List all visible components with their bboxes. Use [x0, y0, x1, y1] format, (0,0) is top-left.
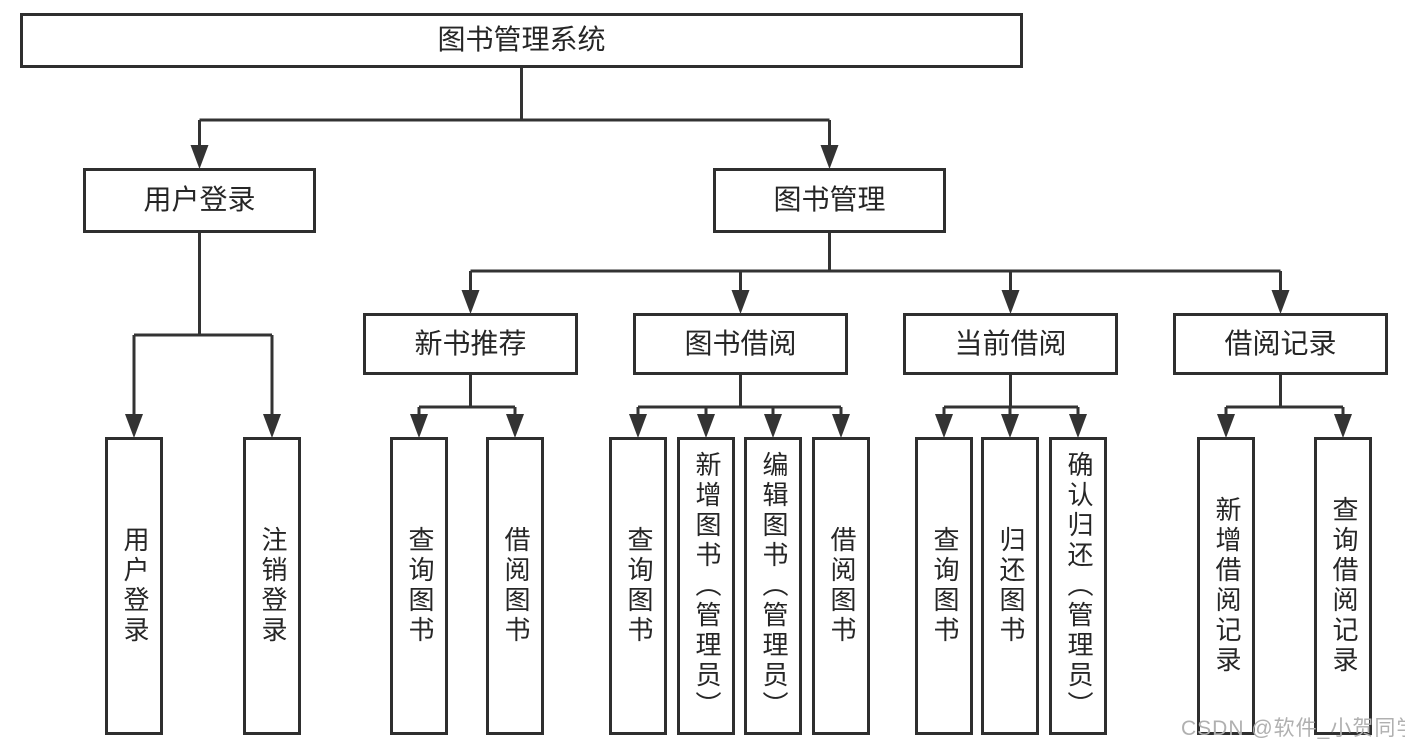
- node-library-management-system: 图书管理系统: [20, 13, 1023, 68]
- node-confirm-return-admin: 确认归还（管理员）: [1049, 437, 1107, 735]
- node-query-books-3: 查询图书: [915, 437, 973, 735]
- node-current-borrowing: 当前借阅: [903, 313, 1118, 375]
- node-query-books-2: 查询图书: [609, 437, 667, 735]
- node-logout: 注销登录: [243, 437, 301, 735]
- node-borrow-books-2: 借阅图书: [812, 437, 870, 735]
- node-edit-books-admin: 编辑图书（管理员）: [744, 437, 802, 735]
- node-user-login: 用户登录: [83, 168, 316, 233]
- node-add-books-admin: 新增图书（管理员）: [677, 437, 735, 735]
- node-new-book-recommendation: 新书推荐: [363, 313, 578, 375]
- node-borrowing-records: 借阅记录: [1173, 313, 1388, 375]
- node-query-books-1: 查询图书: [390, 437, 448, 735]
- node-add-borrow-record: 新增借阅记录: [1197, 437, 1255, 735]
- node-user-login-leaf: 用户登录: [105, 437, 163, 735]
- node-query-borrow-record: 查询借阅记录: [1314, 437, 1372, 735]
- node-borrow-books-1: 借阅图书: [486, 437, 544, 735]
- csdn-watermark: CSDN @软件_小贺同学: [1181, 717, 1405, 740]
- node-book-management: 图书管理: [713, 168, 946, 233]
- node-return-books: 归还图书: [981, 437, 1039, 735]
- node-book-borrowing: 图书借阅: [633, 313, 848, 375]
